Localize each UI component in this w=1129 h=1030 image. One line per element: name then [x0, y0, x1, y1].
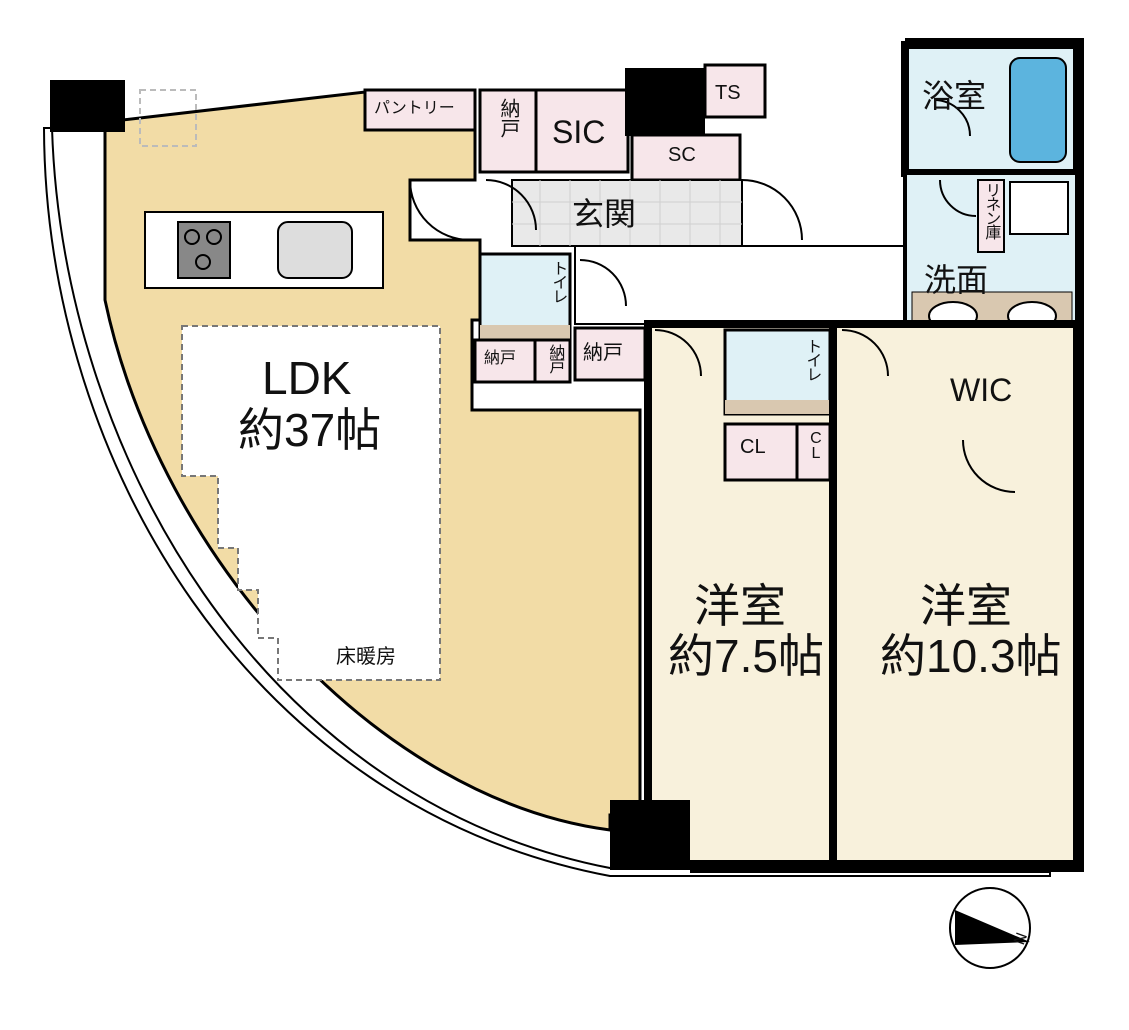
- storage-left-small-label: 納戸: [546, 344, 564, 372]
- linen-label: リネン庫: [982, 182, 1000, 238]
- column-bottom: [610, 800, 690, 870]
- western-b-size: 約10.3帖: [880, 630, 1062, 682]
- western-a-size: 約7.5帖: [668, 630, 824, 682]
- toilet-b-label: トイレ: [803, 338, 821, 380]
- entrance-label: 玄関: [572, 196, 637, 232]
- windows: [690, 863, 1050, 873]
- western-a-name: 洋室: [694, 580, 786, 632]
- floor-heating-label: 床暖房: [336, 646, 396, 668]
- cl-small-label: CL: [807, 430, 825, 460]
- pantry-label: パントリー: [374, 100, 455, 117]
- wic-label: WIC: [950, 372, 1013, 408]
- floor-heating-area: [181, 325, 441, 681]
- outer-wall: [690, 38, 1084, 872]
- storage-top-area: [478, 88, 538, 174]
- ldk-size: 約37帖: [238, 404, 382, 456]
- western-b-name: 洋室: [920, 580, 1012, 632]
- storage-left-label: 納戸: [484, 350, 517, 367]
- column-top-mid: [625, 68, 705, 136]
- storage-mid-room: [573, 326, 647, 382]
- cl-label: CL: [740, 436, 766, 458]
- bathroom-label: 浴室: [922, 78, 987, 114]
- kitchen-sink: [277, 221, 353, 279]
- bathtub: [1009, 57, 1067, 163]
- entrance-tile-grid: [512, 180, 742, 246]
- ts-area: [703, 63, 767, 119]
- door-swings: [409, 99, 1016, 493]
- toilet-a-label: トイレ: [549, 260, 567, 302]
- storage-top-label: 納戸: [497, 98, 519, 138]
- corridor: [574, 245, 906, 325]
- sic-label: SIC: [552, 114, 606, 150]
- storage-left-small-room: [533, 338, 572, 384]
- cl-closet: [723, 422, 799, 482]
- washroom-label: 洗面: [924, 262, 989, 298]
- sc-label: SC: [668, 144, 696, 166]
- ts-label: TS: [715, 82, 741, 104]
- linen-closet: [977, 179, 1005, 253]
- ldk-name: LDK: [262, 352, 352, 404]
- washing-machine-pan: [1009, 181, 1069, 235]
- balcony: [42, 127, 1051, 877]
- cl-small-closet: [795, 422, 832, 482]
- column-top-left: [50, 80, 125, 132]
- storage-mid-label: 納戸: [583, 342, 623, 364]
- sic-area: [534, 88, 630, 174]
- pantry-area: [363, 88, 477, 132]
- ac-unit-space: [139, 89, 197, 147]
- compass-rose: [949, 887, 1031, 969]
